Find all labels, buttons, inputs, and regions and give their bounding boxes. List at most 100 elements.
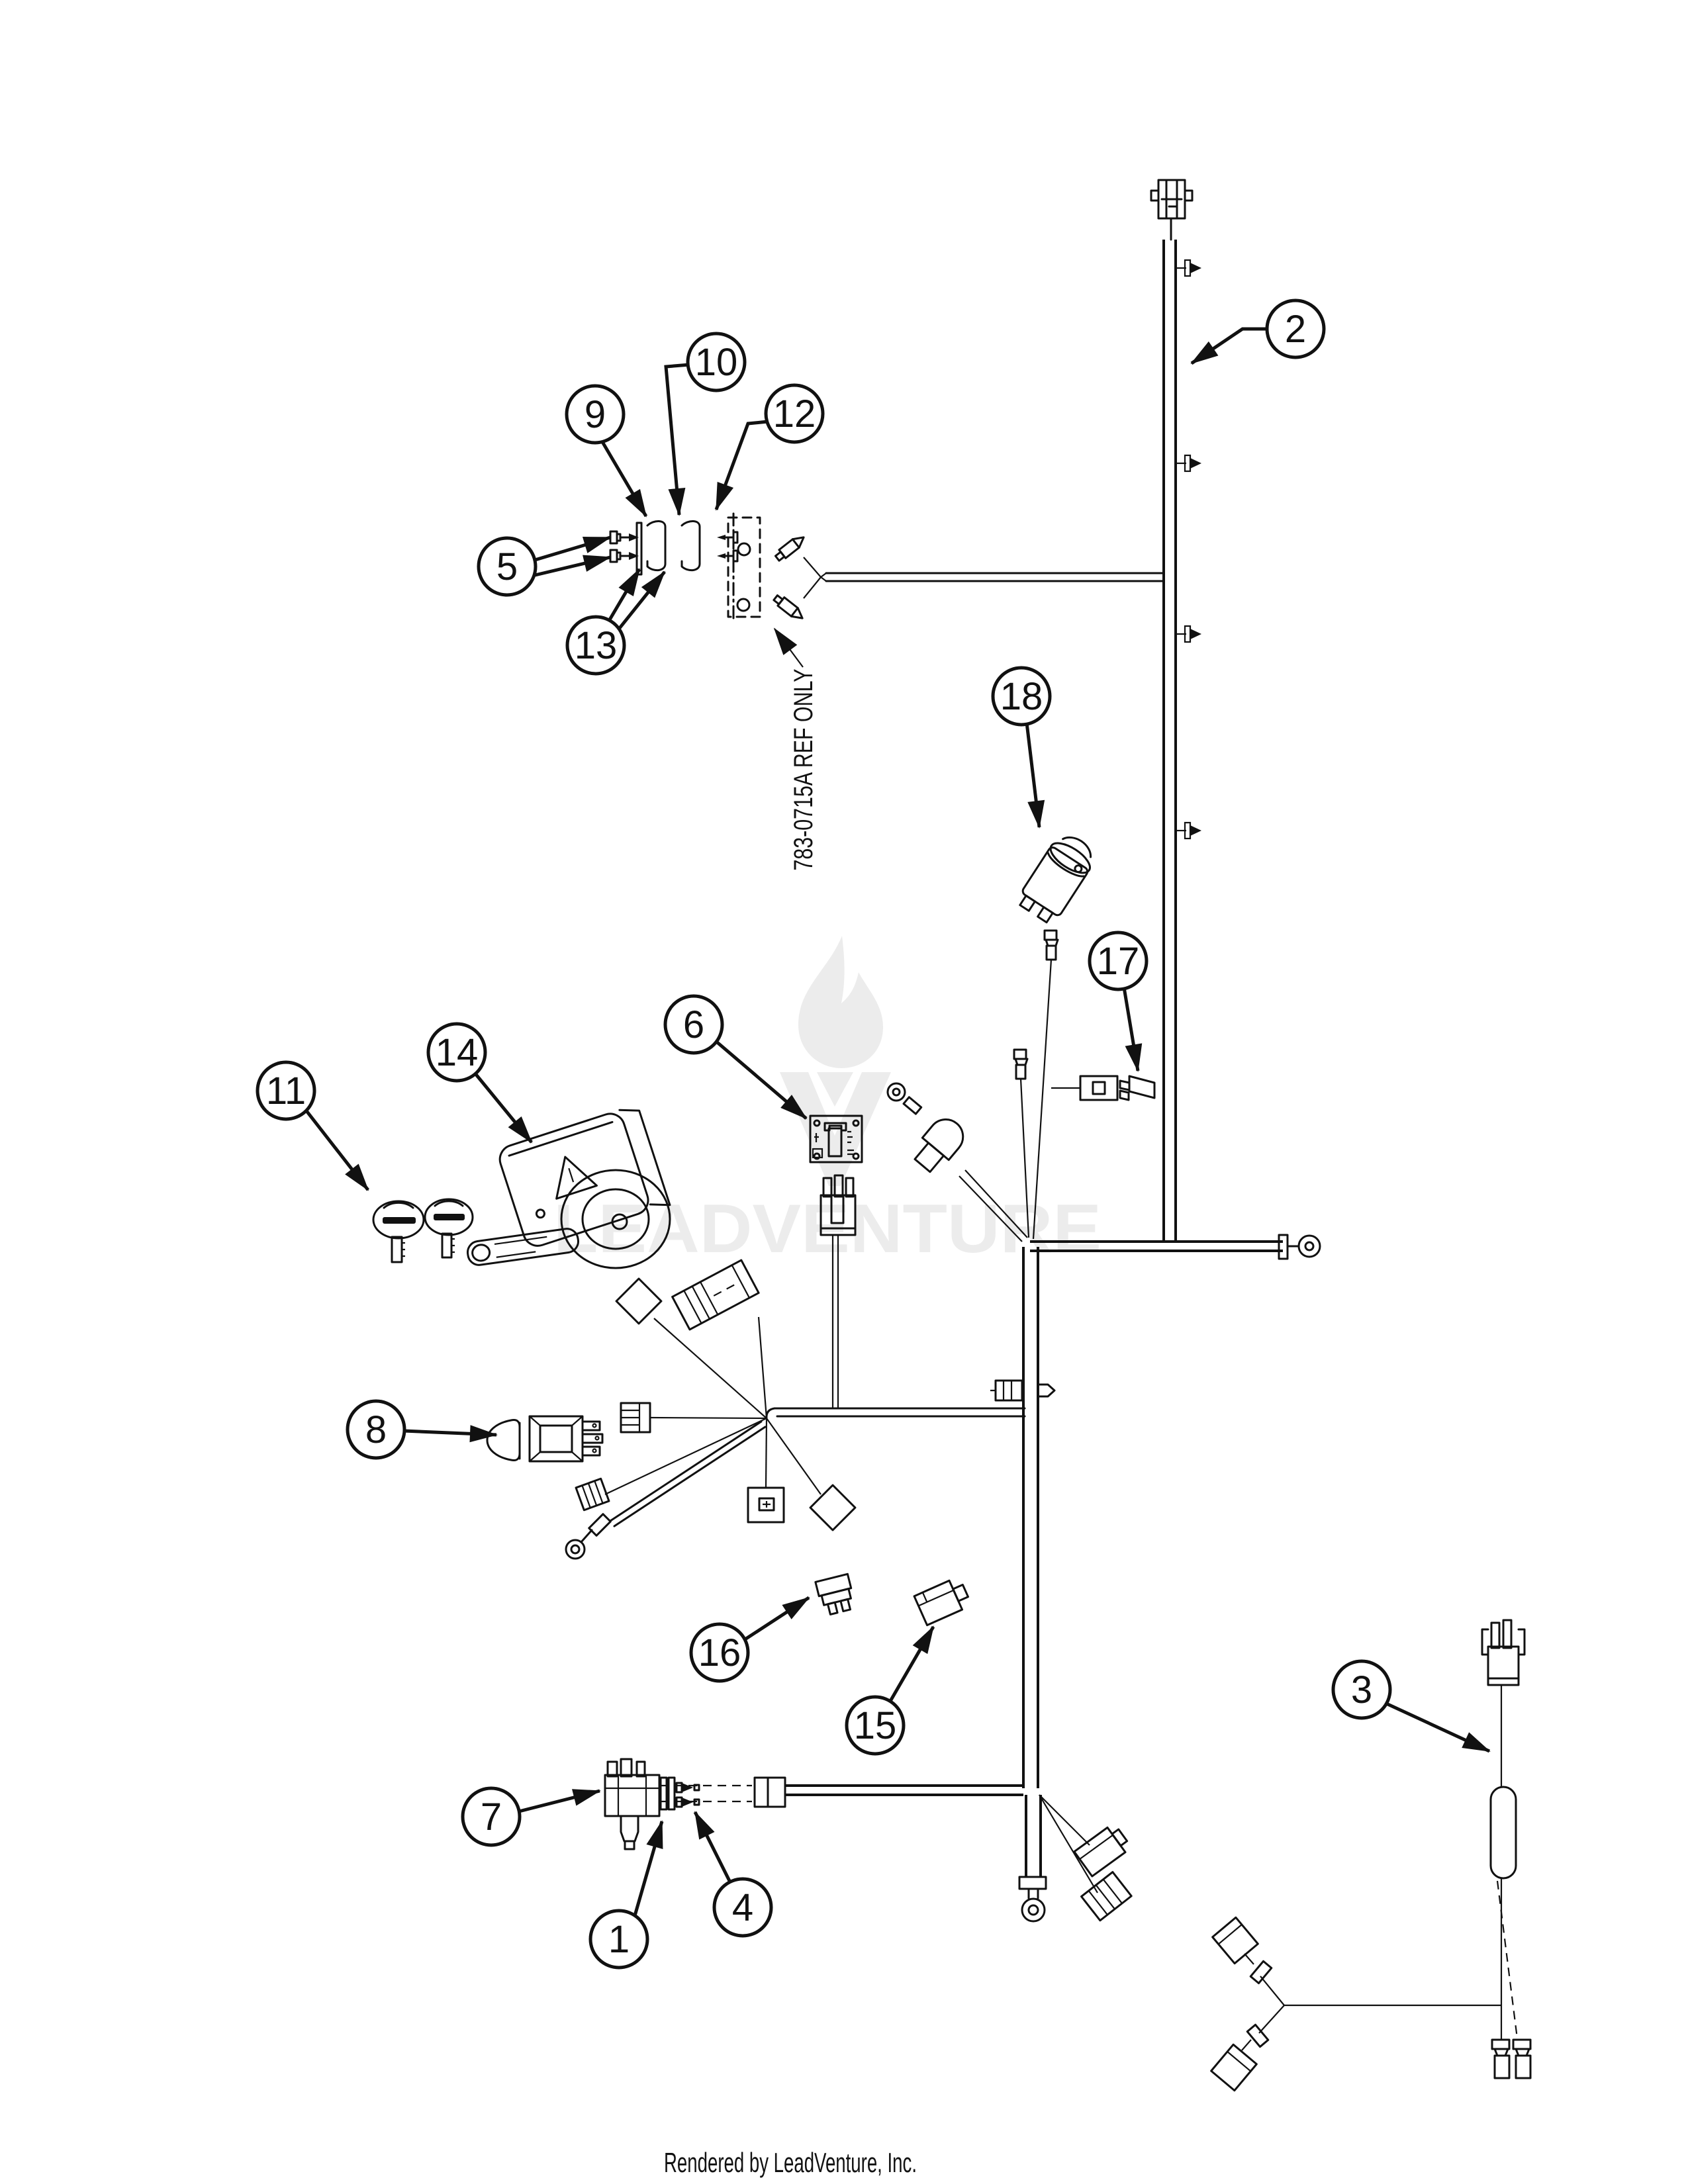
bullet-terminal: [773, 594, 804, 619]
leadventure-v-logo-notch: [817, 1072, 853, 1107]
callout-18-balloon[interactable]: [991, 666, 1052, 727]
callout-12[interactable]: 12: [714, 383, 825, 511]
callout-10[interactable]: 10: [664, 332, 747, 516]
callout-9-balloon[interactable]: [565, 384, 626, 445]
callout-12-leader-arrow: [714, 420, 769, 511]
callout-18-leader-arrow: [1025, 722, 1045, 829]
inserted-key: [467, 1228, 579, 1266]
hook-bracket-cluster: [609, 512, 761, 622]
callout-16[interactable]: 16: [689, 1596, 810, 1683]
callout-4-balloon[interactable]: [712, 1877, 773, 1938]
four-pin-connector: [620, 1402, 651, 1433]
callout-11-balloon[interactable]: [256, 1060, 316, 1121]
main-harness-trunk: [1030, 179, 1321, 1260]
callout-4[interactable]: 4: [693, 1811, 773, 1938]
callout-7[interactable]: 7: [461, 1786, 601, 1847]
callout-9[interactable]: 9: [565, 384, 648, 518]
fuse-holder: [1051, 1075, 1119, 1101]
callout-17-leader-arrow: [1122, 987, 1143, 1072]
callout-4-number: 4: [732, 1886, 753, 1929]
callout-11[interactable]: 11: [256, 1060, 369, 1191]
callout-2-leader-arrow: [1190, 327, 1269, 365]
callout-3[interactable]: 3: [1331, 1659, 1491, 1753]
aux-harness-3: [1210, 1619, 1532, 2092]
boot-connector: [1210, 2043, 1258, 2092]
ground-ring-terminal: [1278, 1234, 1321, 1260]
spacer-plate: [635, 522, 643, 576]
callout-5-leader-arrow: [532, 555, 612, 578]
callout-1-number: 1: [608, 1918, 630, 1961]
callout-13[interactable]: 13: [565, 568, 666, 676]
callout-5-balloon[interactable]: [477, 536, 538, 597]
footer-credit: Rendered by LeadVenture, Inc.: [664, 2147, 917, 2178]
callout-17[interactable]: 17: [1088, 931, 1149, 1072]
callout-8-balloon[interactable]: [346, 1399, 406, 1460]
callout-10-leader-arrow: [664, 363, 690, 516]
bullet-terminal: [675, 1782, 700, 1794]
callout-2-balloon[interactable]: [1265, 298, 1326, 359]
fuse-feed-wires: [1013, 929, 1156, 1240]
mounting-bracket: [727, 512, 761, 622]
callout-14-balloon[interactable]: [426, 1022, 487, 1083]
callout-2[interactable]: 2: [1190, 298, 1326, 365]
callout-16-number: 16: [698, 1631, 741, 1674]
wire-loom: [1489, 1786, 1517, 1880]
callout-14[interactable]: 14: [426, 1022, 533, 1144]
small-ribbed-connector: [575, 1477, 610, 1512]
leadventure-v-logo: [780, 1072, 891, 1186]
ignition-module-14: [467, 1109, 671, 1269]
callout-5[interactable]: 5: [477, 535, 612, 597]
wire-harness-hub: [565, 1174, 1026, 1627]
leadventure-flame-logo: [798, 936, 883, 1068]
connector-housing: [659, 1776, 676, 1811]
pto-connector: [820, 1174, 857, 1236]
callout-15-number: 15: [854, 1704, 897, 1747]
callout-10-balloon[interactable]: [686, 332, 747, 392]
square-connector: [615, 1277, 663, 1325]
s-hook-9: [646, 520, 667, 572]
harness-clip: [1176, 454, 1201, 473]
callout-15-balloon[interactable]: [845, 1695, 906, 1756]
callout-3-balloon[interactable]: [1331, 1659, 1392, 1720]
diode-module: [747, 1486, 785, 1524]
lower-trunk: [753, 1247, 1133, 1923]
callout-15[interactable]: 15: [845, 1625, 935, 1756]
callout-13-leader-arrow: [618, 570, 666, 629]
callout-6-number: 6: [683, 1003, 704, 1046]
square-connector: [809, 1484, 857, 1531]
callout-7-balloon[interactable]: [461, 1786, 522, 1847]
mounting-screw: [609, 549, 639, 563]
ref-only-text: 783-0715A REF ONLY: [789, 669, 818, 871]
fuse-17: [1119, 1075, 1156, 1101]
bullet-terminal: [774, 536, 805, 562]
callout-18[interactable]: 18: [991, 666, 1052, 829]
callout-17-number: 17: [1097, 940, 1140, 983]
callout-16-balloon[interactable]: [689, 1622, 750, 1683]
relay-15: [913, 1579, 969, 1627]
upper-branch: [773, 536, 1165, 619]
callout-1[interactable]: 1: [588, 1820, 664, 1970]
aux-connector: [1481, 1619, 1526, 1686]
callout-6-balloon[interactable]: [663, 994, 724, 1055]
callout-13-balloon[interactable]: [565, 615, 626, 676]
callout-6[interactable]: 6: [663, 994, 808, 1120]
callout-13-leader-arrow: [607, 568, 641, 622]
callout-5-leader-arrow: [532, 535, 612, 563]
s-hook-10: [680, 520, 701, 572]
callout-12-balloon[interactable]: [764, 383, 825, 444]
bullet-terminal: [675, 1796, 700, 1808]
multi-pin-connector: [671, 1259, 760, 1331]
callout-14-leader-arrow: [473, 1071, 533, 1144]
callout-8[interactable]: 8: [346, 1399, 498, 1460]
branch-connector-striped: [1080, 1871, 1133, 1922]
callout-17-balloon[interactable]: [1088, 931, 1149, 991]
callout-10-number: 10: [695, 341, 738, 384]
ref-only-label: 783-0715A REF ONLY: [773, 627, 818, 871]
bullet-connector: [1043, 929, 1059, 961]
callout-12-number: 12: [773, 392, 816, 435]
callout-11-leader-arrow: [304, 1108, 369, 1191]
callout-7-number: 7: [481, 1796, 502, 1839]
callout-1-balloon[interactable]: [588, 1909, 649, 1970]
key: [372, 1200, 425, 1263]
